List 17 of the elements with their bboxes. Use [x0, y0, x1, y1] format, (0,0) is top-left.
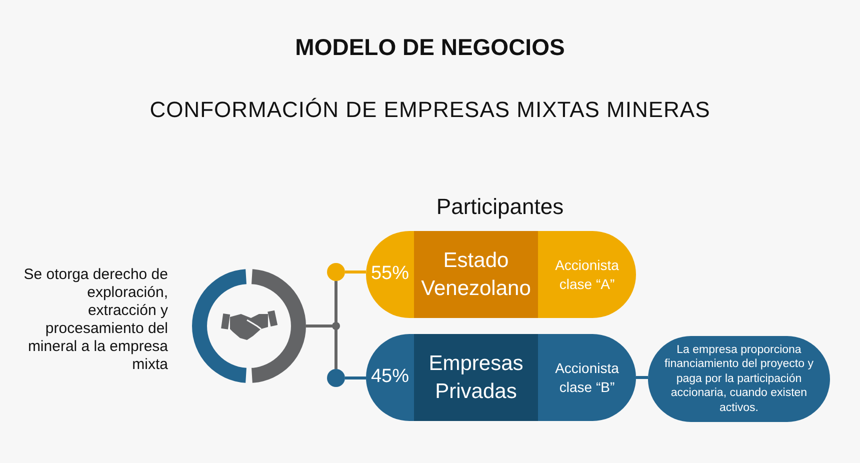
participant-name: Estado Venezolano: [420, 248, 532, 302]
description-text: Se otorga derecho de exploración, extracción y procesamiento del mineral a la empresa mixta: [22, 266, 168, 374]
shareholder-class: Accionista clase “B”: [554, 359, 620, 396]
connector-dot: [327, 369, 345, 387]
title: MODELO DE NEGOCIOS: [294, 34, 566, 61]
percentage: 45%: [370, 365, 410, 390]
note-text: La empresa proporciona financiamiento del proyecto y paga por la participación accionaria, cuando existen activos.: [664, 343, 814, 415]
connector-line: [636, 376, 648, 379]
participant-name: Empresas Privadas: [428, 351, 524, 404]
connector-dot: [327, 263, 345, 281]
connector-line: [345, 270, 366, 274]
subtitle: CONFORMACIÓN DE EMPRESAS MIXTAS MINERAS: [148, 97, 712, 123]
handshake-ring: [192, 269, 306, 383]
shareholder-class: Accionista clase “A”: [554, 256, 620, 293]
percentage: 55%: [370, 262, 410, 286]
connector-line: [345, 376, 366, 380]
section-heading: Participantes: [435, 194, 565, 220]
